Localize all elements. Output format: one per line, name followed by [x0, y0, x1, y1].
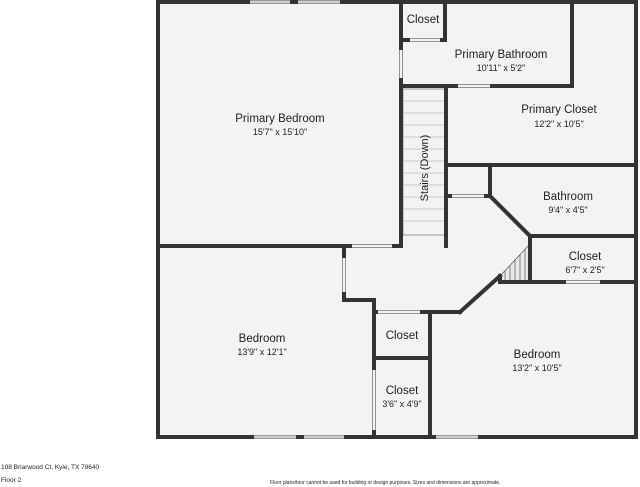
- primary-bathroom-dim: 10'11" x 5'2": [477, 63, 526, 73]
- bedroom-left-name: Bedroom: [239, 333, 286, 345]
- bedroom-left-dim: 13'9" x 12'1": [237, 347, 286, 357]
- primary-bathroom-name: Primary Bathroom: [455, 49, 548, 61]
- closet-right-name: Closet: [569, 251, 602, 263]
- floor-label: Floor 2: [1, 477, 22, 484]
- closet-mid-name: Closet: [386, 330, 419, 342]
- primary-bedroom-name: Primary Bedroom: [235, 113, 324, 125]
- door-lines: [250, 1, 478, 438]
- stairs-label: Stairs (Down): [419, 135, 431, 202]
- stair-treads: [404, 100, 444, 222]
- bedroom-right-name: Bedroom: [514, 349, 561, 361]
- primary-closet-dim: 12'2" x 10'5": [534, 119, 583, 129]
- closet-low-dim: 3'6" x 4'9": [382, 399, 421, 409]
- primary-bedroom-dim: 15'7" x 15'10": [253, 127, 307, 137]
- property-address: 108 Briarwood Ct, Kyle, TX 78640: [1, 464, 100, 471]
- closet-low-name: Closet: [386, 385, 419, 397]
- bathroom-dim: 9'4" x 4'5": [548, 205, 587, 215]
- disclaimer-text: Floor plans/tour cannot be used for buil…: [270, 480, 501, 486]
- bedroom-right-dim: 13'2" x 10'5": [512, 363, 561, 373]
- closet-right-dim: 6'7" x 2'5": [565, 265, 604, 275]
- primary-closet-name: Primary Closet: [521, 104, 597, 116]
- floor-area: [158, 2, 636, 437]
- bathroom-name: Bathroom: [543, 191, 593, 203]
- closet-top-name: Closet: [407, 14, 440, 26]
